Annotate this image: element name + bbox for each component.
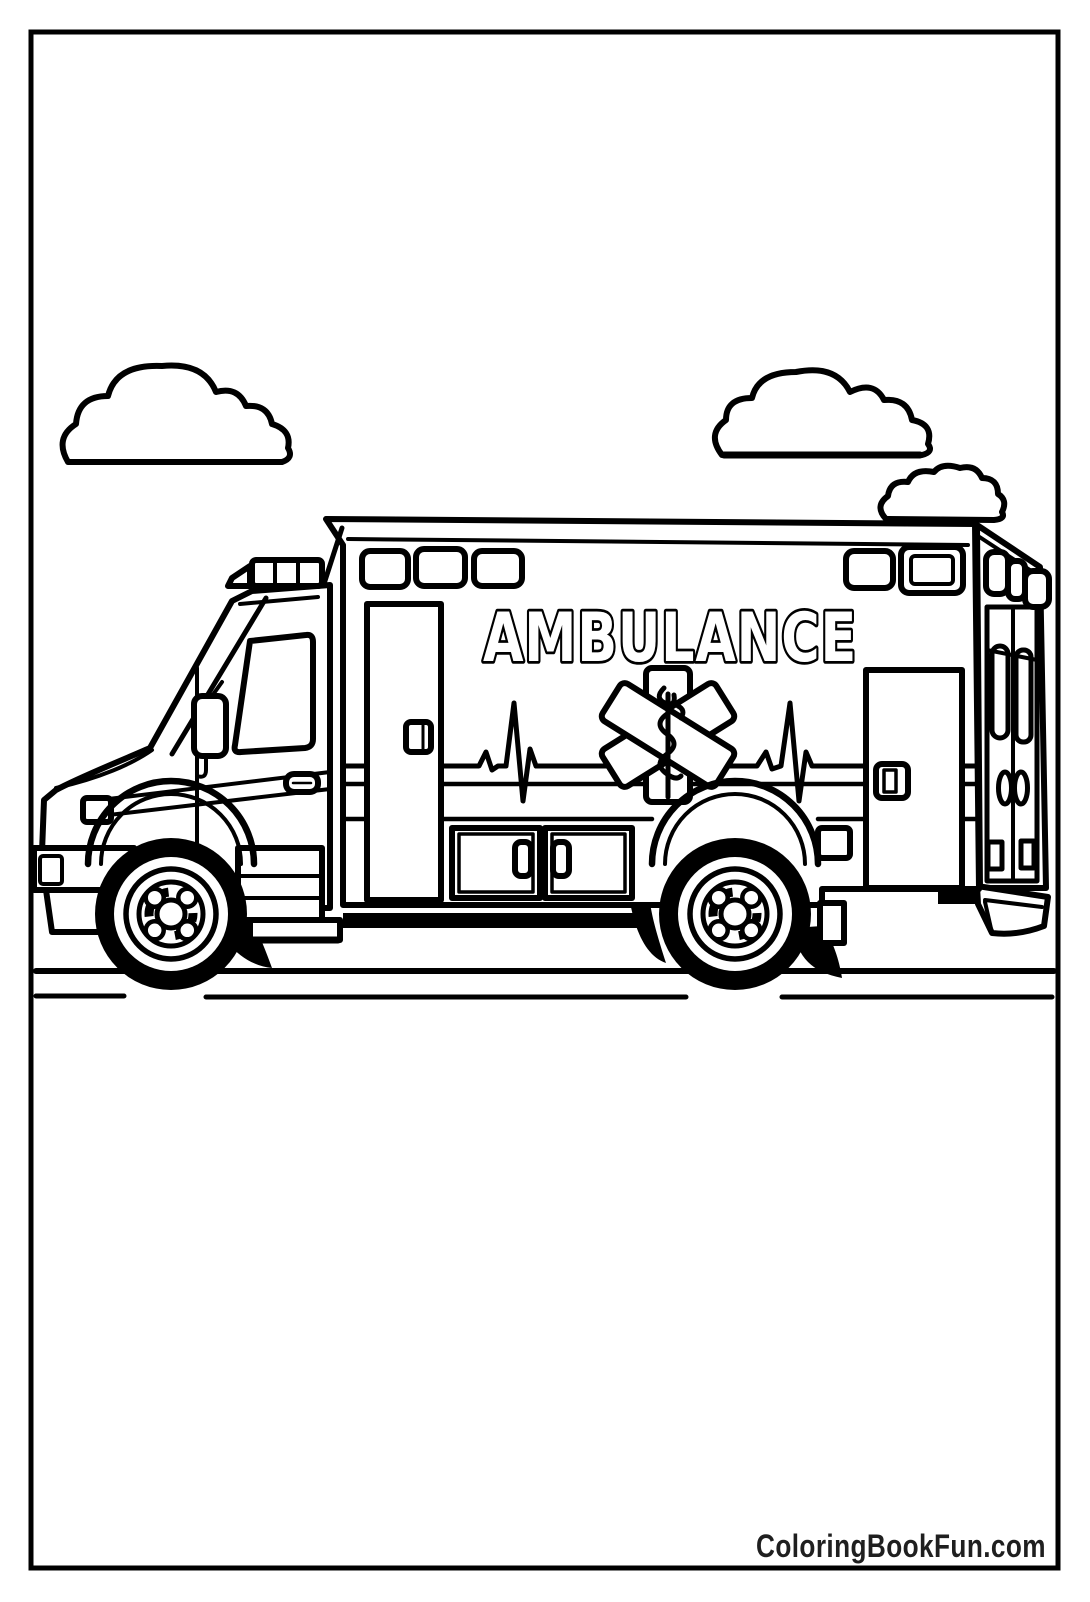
front-wheel: [95, 838, 247, 990]
side-marker-box: [815, 825, 853, 861]
box-window-1: [359, 548, 411, 590]
rear-face: [974, 522, 1052, 937]
ambulance-drawing: AMBULANCE: [31, 516, 1052, 990]
star-of-life-icon: [598, 665, 738, 805]
box-details: [340, 544, 981, 903]
wheel-arches: [84, 777, 822, 868]
light-bar-icon: [225, 557, 325, 589]
watermark-text: ColoringBookFun.com: [756, 1528, 1046, 1564]
box-window-5: [898, 544, 966, 596]
rear-wheel: [659, 838, 811, 990]
cloud-right-icon: [712, 367, 933, 459]
cab-window: [231, 631, 316, 756]
side-mirror: [191, 693, 229, 759]
box-window-2: [413, 546, 468, 589]
rod-of-asclepius-icon: [656, 685, 686, 800]
box-window-4: [843, 548, 896, 591]
cloud-left-icon: [59, 362, 293, 465]
box-window-3: [471, 548, 525, 589]
mud-flap: [817, 900, 847, 946]
cloud-small-icon: [877, 462, 1008, 523]
storage-compartments: [449, 825, 635, 901]
page-border: [28, 29, 1061, 1571]
rear-side-door: [863, 667, 965, 891]
ambulance-text: AMBULANCE: [483, 599, 857, 678]
